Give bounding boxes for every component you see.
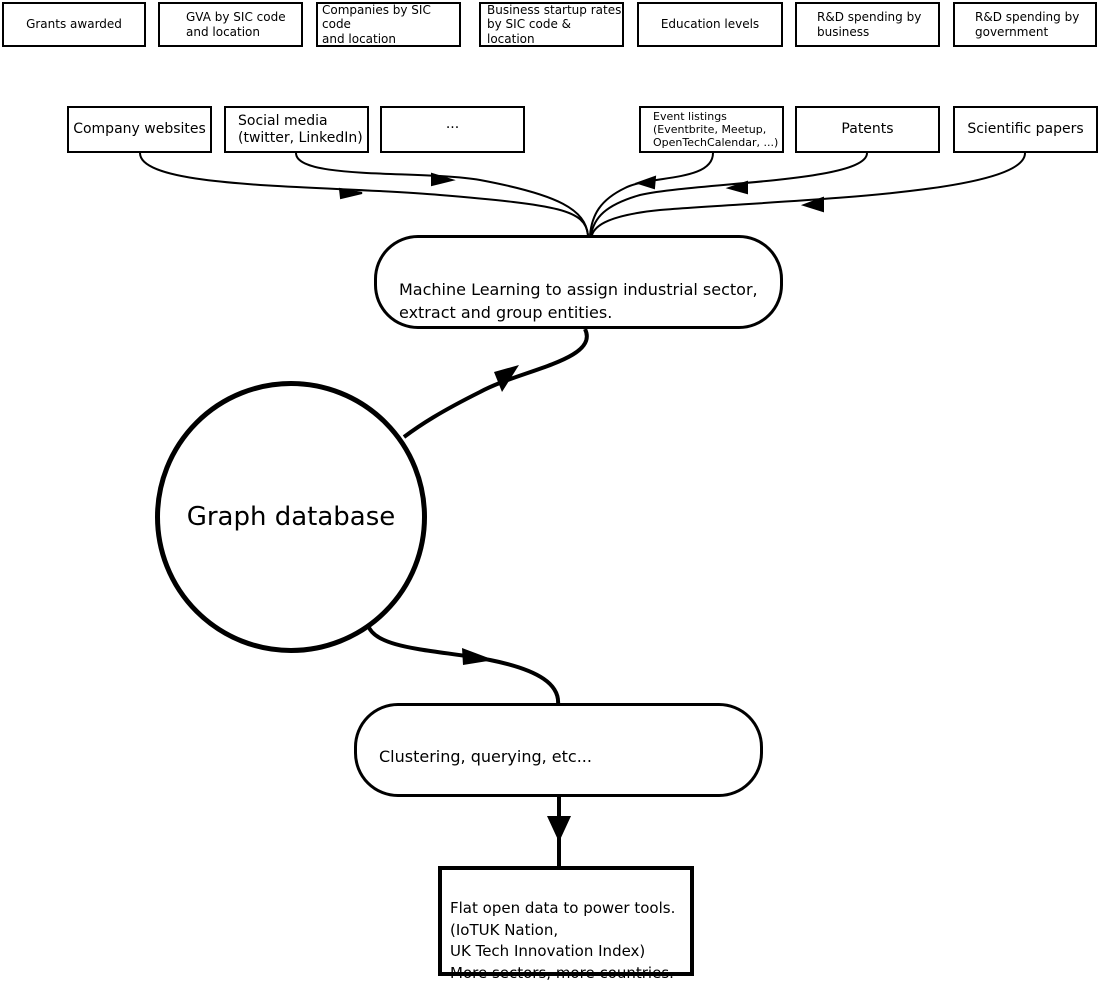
box-label: Grants awarded	[26, 17, 122, 32]
arrowhead-1	[338, 187, 363, 200]
arrow-scientific-papers	[591, 152, 1026, 236]
box-label: Patents	[841, 121, 894, 138]
arrowhead-4	[725, 180, 748, 195]
box-label: Scientific papers	[967, 121, 1084, 138]
box-label: ...	[445, 116, 460, 132]
ml-process-label: Machine Learning to assign industrial se…	[399, 280, 758, 323]
arrowhead-2	[431, 172, 456, 187]
arrow-patents	[590, 152, 868, 236]
arrowhead-6	[494, 365, 519, 392]
box-label: Business startup rates by SIC code & loc…	[487, 2, 622, 46]
output-open-data-node: Flat open data to power tools. (IoTUK Na…	[438, 866, 694, 982]
arrowhead-8	[547, 816, 571, 842]
box-label: R&D spending by government	[975, 10, 1080, 39]
box-label: Event listings (Eventbrite, Meetup, Open…	[653, 109, 779, 150]
arrowhead-3	[634, 175, 657, 190]
box-event-listings: Event listings (Eventbrite, Meetup, Open…	[639, 106, 784, 153]
graph-database-label: Graph database	[186, 502, 396, 532]
arrowhead-5	[800, 196, 824, 213]
clustering-label: Clustering, querying, etc...	[379, 747, 592, 767]
box-ellipsis: ...	[380, 106, 525, 153]
box-gva-by-sic: GVA by SIC code and location	[158, 2, 303, 47]
box-companies-by-sic: Companies by SIC code and location	[316, 2, 461, 47]
box-scientific-papers: Scientific papers	[953, 106, 1098, 153]
box-rd-government: R&D spending by government	[953, 2, 1097, 47]
box-education-levels: Education levels	[637, 2, 783, 47]
box-grants-awarded: Grants awarded	[2, 2, 146, 47]
box-company-websites: Company websites	[67, 106, 212, 153]
output-label: Flat open data to power tools. (IoTUK Na…	[450, 898, 676, 982]
clustering-node: Clustering, querying, etc...	[354, 703, 763, 797]
arrow-ml-to-graph	[402, 328, 589, 439]
box-rd-business: R&D spending by business	[795, 2, 940, 47]
graph-database-node: Graph database	[155, 381, 427, 653]
box-business-startup-rates: Business startup rates by SIC code & loc…	[479, 2, 624, 47]
box-label: Social media (twitter, LinkedIn)	[238, 112, 363, 146]
box-patents: Patents	[795, 106, 940, 153]
arrow-graph-to-clustering	[366, 624, 561, 706]
box-label: Company websites	[73, 121, 206, 138]
box-label: GVA by SIC code and location	[186, 10, 286, 39]
arrow-event-listings	[589, 152, 714, 236]
arrow-company-websites	[139, 152, 589, 236]
arrowhead-7	[462, 648, 494, 665]
box-label: Education levels	[660, 17, 760, 32]
box-label: Companies by SIC code and location	[322, 2, 431, 46]
box-label: R&D spending by business	[817, 10, 922, 39]
arrow-social-media	[295, 152, 589, 236]
box-social-media: Social media (twitter, LinkedIn)	[224, 106, 369, 153]
ml-process-node: Machine Learning to assign industrial se…	[374, 235, 783, 329]
